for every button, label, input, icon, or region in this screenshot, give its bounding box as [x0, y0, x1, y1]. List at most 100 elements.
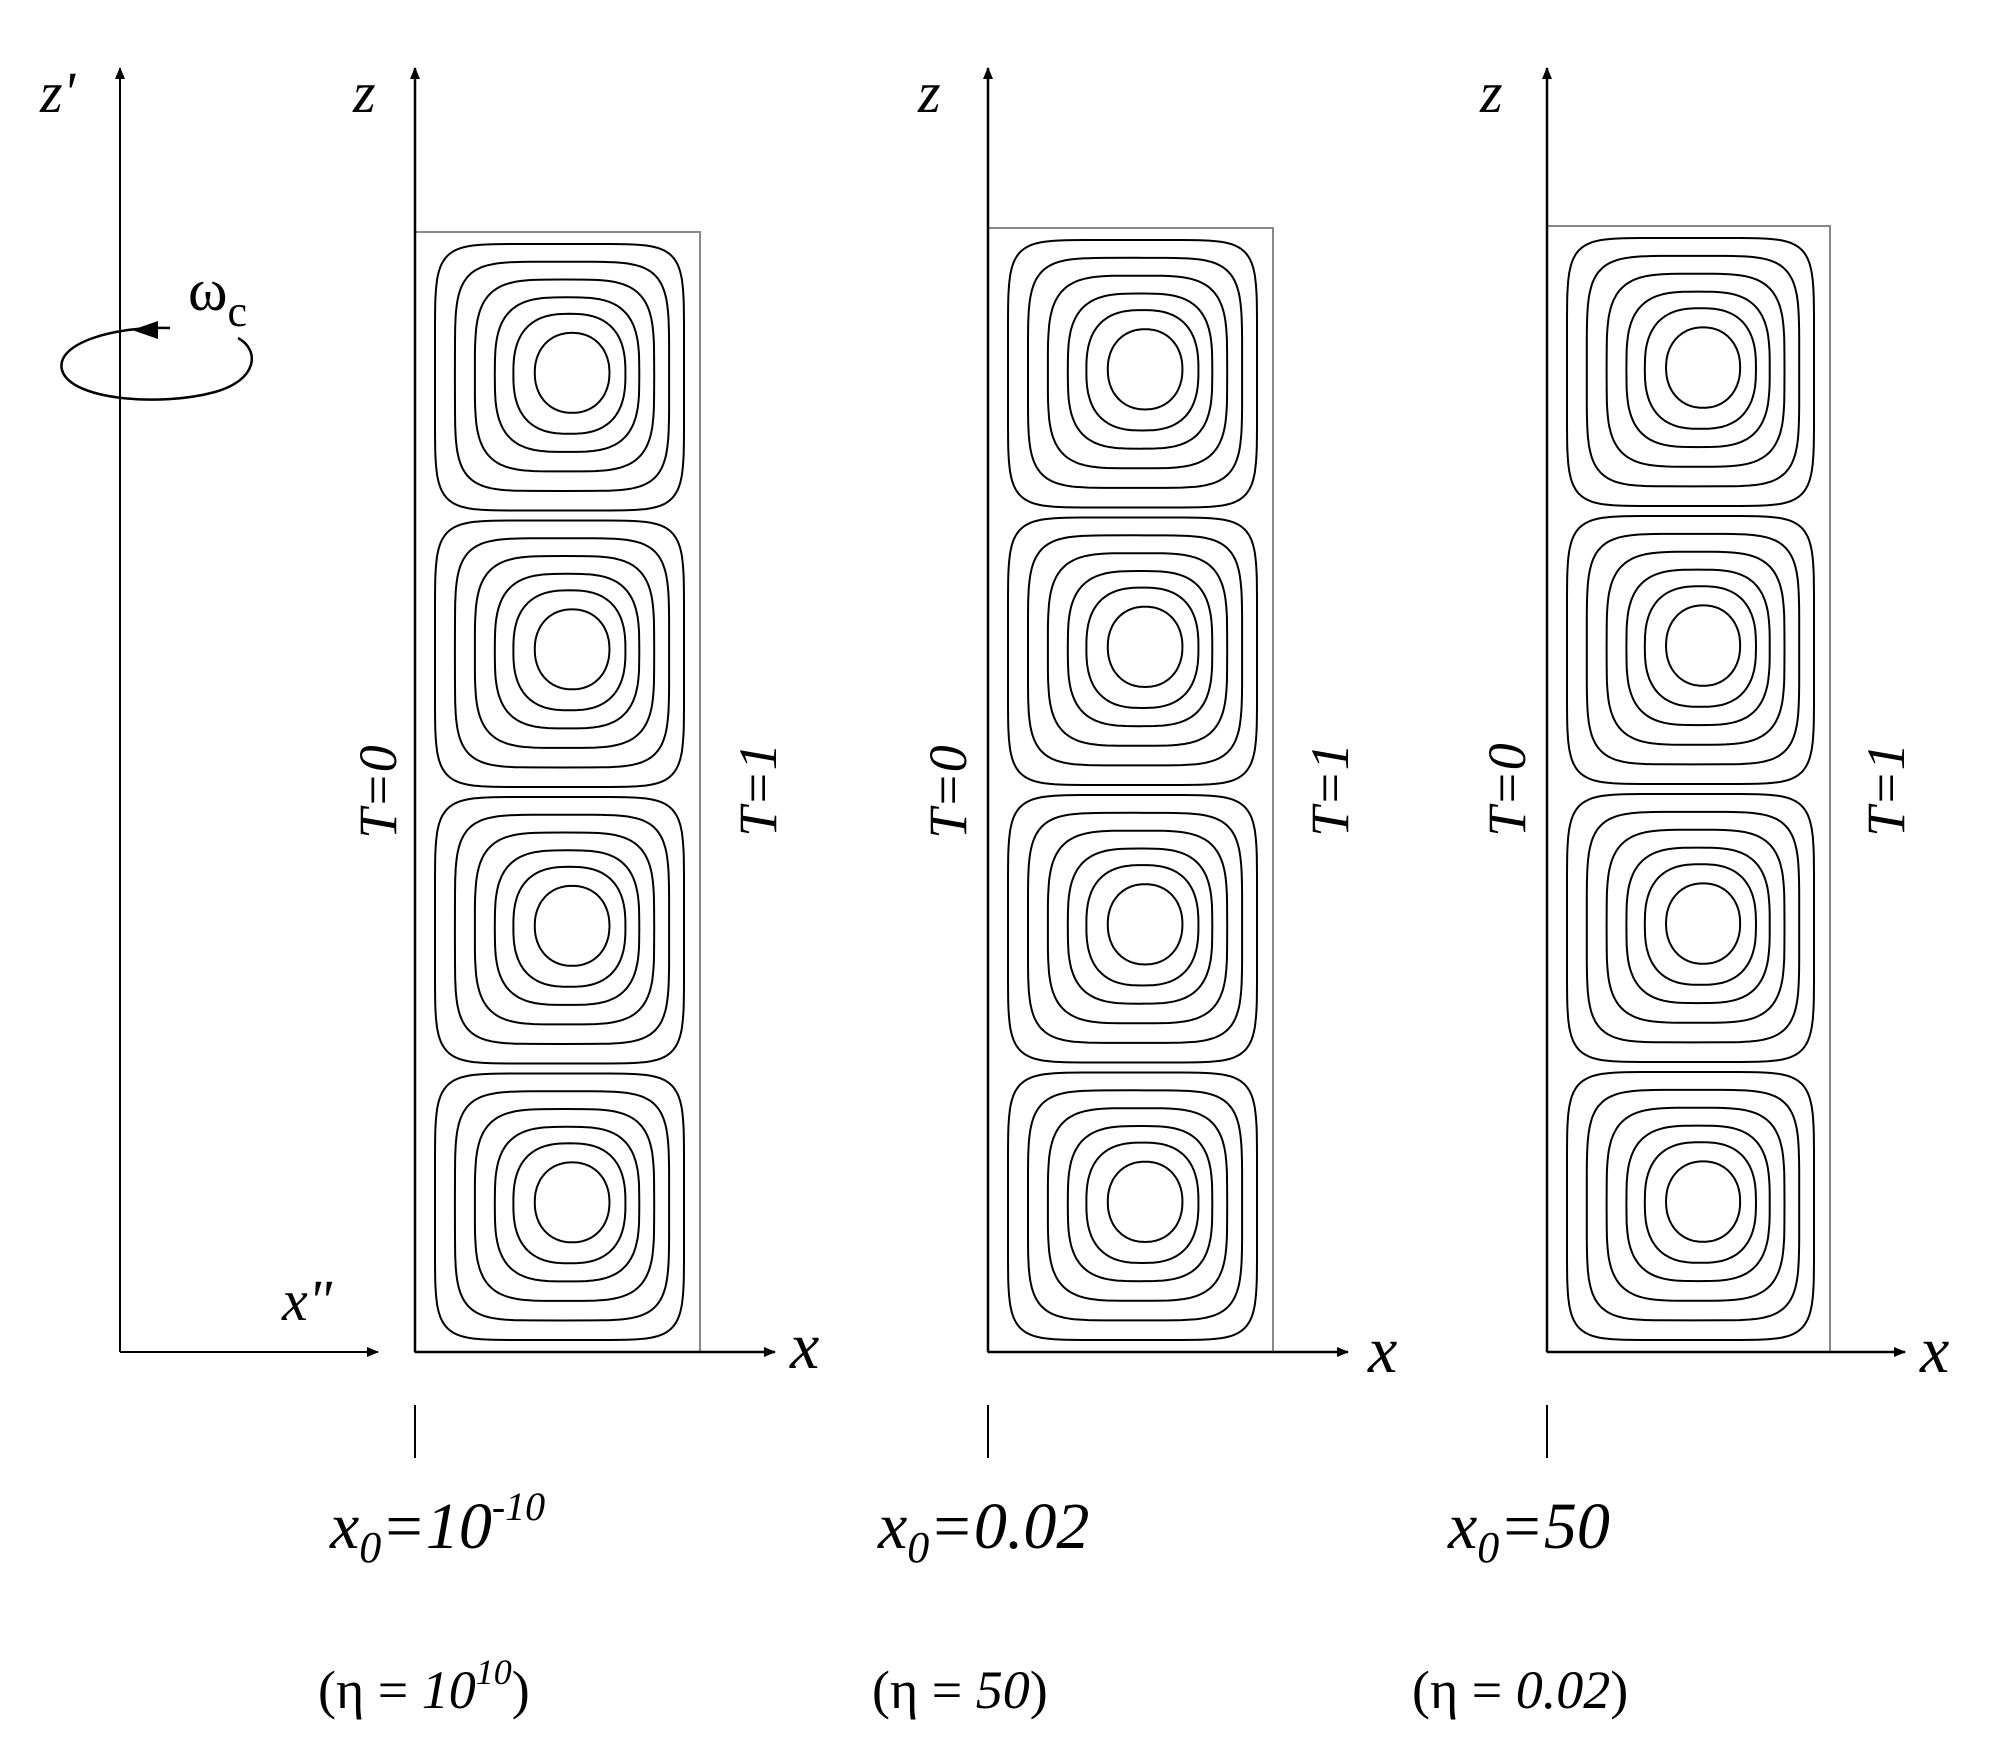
streamline	[453, 260, 671, 493]
left-wall-label: T=0	[918, 745, 978, 838]
streamline	[1027, 1089, 1244, 1322]
streamline	[533, 884, 611, 967]
vortex-cell	[1566, 1071, 1815, 1341]
streamline	[453, 537, 671, 769]
streamline	[473, 1107, 656, 1302]
right-wall-label: T=1	[728, 743, 788, 836]
streamline	[1106, 1160, 1184, 1244]
vortex-cell	[1566, 793, 1815, 1063]
cavity-box	[987, 227, 1274, 1353]
vortex-cell	[434, 796, 685, 1065]
streamline	[512, 1142, 627, 1265]
x0-label: x0=10-10	[329, 1484, 545, 1572]
x-double-prime-axis-label: x"	[281, 1268, 333, 1333]
streamline	[1085, 586, 1200, 710]
panel-1: z x T=0 T=1 x0=10-10 (η = 1010)	[318, 60, 819, 1720]
vortex-cell	[1007, 239, 1258, 509]
right-wall-label: T=1	[1300, 743, 1360, 836]
vortex-cell	[434, 243, 685, 512]
streamline	[1605, 1106, 1786, 1302]
streamline	[1007, 239, 1258, 509]
streamline	[473, 554, 656, 749]
streamline	[1566, 793, 1815, 1063]
streamline	[1566, 237, 1815, 507]
streamline	[1106, 328, 1184, 411]
vortex-cells	[1566, 237, 1815, 1341]
streamline	[434, 796, 685, 1065]
streamline	[1605, 272, 1786, 468]
left-wall-label: T=0	[1477, 743, 1537, 836]
streamline	[1664, 882, 1742, 965]
streamline	[1027, 256, 1244, 489]
streamline	[1605, 550, 1786, 746]
streamline	[1566, 1071, 1815, 1341]
streamline	[1643, 307, 1758, 430]
streamline	[453, 1090, 671, 1322]
streamline	[1664, 326, 1742, 409]
rotation-arrowhead-icon	[132, 321, 158, 339]
panel-2: z x T=0 T=1 x0=0.02 (η = 50)	[872, 60, 1397, 1720]
vortex-cell	[1566, 237, 1815, 507]
vortex-cell	[434, 519, 685, 788]
rotation-arrow-icon	[60, 326, 254, 401]
reference-frame: z' x" ωc	[39, 60, 379, 1357]
left-wall-label: T=0	[348, 745, 408, 838]
streamline	[473, 278, 656, 473]
streamline	[1066, 569, 1214, 728]
omega-c-label: ωc	[188, 257, 247, 336]
streamline	[1625, 1124, 1771, 1283]
z-axis-label: z	[1479, 60, 1503, 125]
x-axis-label: x	[1919, 1314, 1949, 1387]
streamline	[1585, 810, 1801, 1044]
streamline	[1625, 290, 1771, 449]
streamline	[1585, 532, 1801, 766]
cavity-box	[1546, 225, 1831, 1353]
streamline	[1007, 794, 1258, 1064]
streamline	[1046, 274, 1229, 470]
eta-label: (η = 50)	[872, 1660, 1048, 1720]
streamline	[1085, 864, 1200, 987]
streamline	[1585, 1088, 1801, 1322]
streamline	[1007, 516, 1258, 786]
vortex-cell	[1007, 794, 1258, 1064]
x-axis-label: x	[1367, 1314, 1397, 1387]
cavity-box	[414, 231, 701, 1353]
vortex-cell	[1007, 516, 1258, 786]
streamline	[1027, 534, 1244, 767]
streamline	[1643, 585, 1758, 708]
streamline	[1585, 254, 1801, 488]
streamline	[1643, 1141, 1758, 1264]
streamline	[434, 519, 685, 788]
streamline	[1664, 604, 1742, 687]
streamline	[1066, 292, 1214, 450]
streamline	[1046, 829, 1229, 1025]
streamline	[434, 1072, 685, 1341]
streamline	[1046, 552, 1229, 747]
z-prime-axis-label: z'	[39, 60, 77, 125]
streamline	[1007, 1071, 1258, 1341]
x0-label: x0=50	[1447, 1490, 1610, 1572]
streamline	[1106, 883, 1184, 966]
z-axis-label: z	[352, 60, 376, 125]
streamline	[473, 831, 656, 1026]
streamline	[1643, 863, 1758, 986]
streamline	[1066, 1124, 1214, 1283]
streamline	[1605, 828, 1786, 1024]
streamline	[1085, 309, 1200, 432]
streamline	[493, 572, 641, 730]
streamline	[533, 331, 611, 414]
z-axis-label: z	[917, 60, 941, 125]
streamline	[512, 589, 627, 712]
panel-3: z x T=0 T=1 x0=50 (η = 0.02)	[1412, 60, 1949, 1720]
vortex-cell	[434, 1072, 685, 1341]
x0-label: x0=0.02	[877, 1490, 1089, 1572]
streamline	[453, 813, 671, 1046]
streamline	[1106, 605, 1184, 689]
streamline	[512, 312, 627, 435]
x-axis-label: x	[789, 1310, 819, 1383]
streamline	[533, 608, 611, 691]
streamline	[493, 849, 641, 1006]
streamline	[1566, 515, 1815, 785]
